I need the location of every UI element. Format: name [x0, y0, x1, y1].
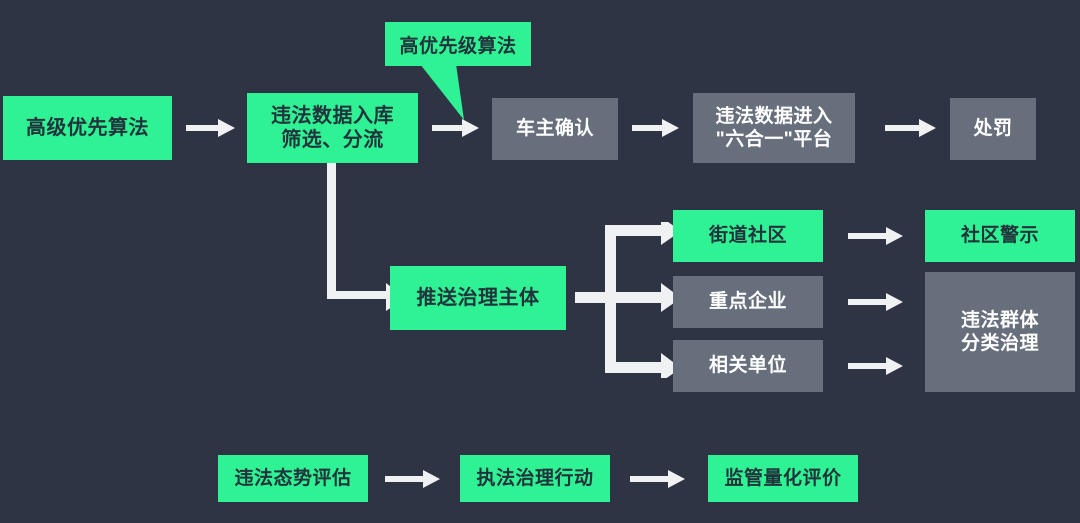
node-label: 街道社区: [708, 225, 787, 247]
arrow-right-icon-mid-1: [848, 226, 904, 246]
connector-fork-three-way: [575, 222, 685, 378]
node-label: 违法态势评估: [234, 467, 352, 489]
node-penalty[interactable]: 处罚: [950, 98, 1036, 160]
node-label: 处罚: [973, 118, 1013, 140]
node-violation-trend-assessment[interactable]: 违法态势评估: [218, 455, 368, 502]
callout-label: 高优先级算法: [399, 35, 517, 57]
node-regulatory-quantitative-evaluation[interactable]: 监管量化评价: [708, 455, 858, 502]
arrow-right-icon-top-3: [632, 118, 680, 138]
node-community-warning[interactable]: 社区警示: [925, 210, 1075, 262]
node-push-governance-entity[interactable]: 推送治理主体: [390, 266, 566, 330]
node-label: 推送治理主体: [416, 286, 540, 309]
node-related-unit[interactable]: 相关单位: [673, 340, 823, 392]
node-label: 执法治理行动: [476, 467, 594, 489]
node-label: 相关单位: [708, 355, 787, 377]
node-key-enterprise[interactable]: 重点企业: [673, 276, 823, 328]
arrow-right-icon-mid-2: [848, 292, 904, 312]
arrow-right-icon-top-4: [885, 118, 937, 138]
node-advanced-priority-algorithm[interactable]: 高级优先算法: [3, 96, 172, 160]
callout-high-priority-algorithm: 高优先级算法: [385, 22, 531, 66]
arrow-right-icon-bottom-2: [630, 469, 686, 489]
node-street-community[interactable]: 街道社区: [673, 210, 823, 262]
node-violation-data-intake[interactable]: 违法数据入库 筛选、分流: [247, 93, 418, 163]
node-label: 重点企业: [708, 291, 787, 313]
node-label: 高级优先算法: [26, 116, 149, 139]
arrow-right-icon-top-2: [432, 118, 480, 138]
node-enforcement-governance-action[interactable]: 执法治理行动: [460, 455, 610, 502]
node-six-in-one-platform[interactable]: 违法数据进入 "六合一"平台: [693, 93, 855, 163]
node-label: 监管量化评价: [724, 467, 842, 489]
callout-tail-icon: [420, 64, 500, 126]
node-violation-group-classification[interactable]: 违法群体 分类治理: [925, 272, 1075, 392]
arrow-right-icon-bottom-1: [385, 469, 441, 489]
arrow-right-icon-mid-3: [848, 356, 904, 376]
arrow-right-icon-top-1: [186, 118, 236, 138]
node-label: 违法群体 分类治理: [960, 309, 1039, 354]
node-label: 车主确认: [515, 118, 594, 140]
node-label: 社区警示: [960, 225, 1039, 247]
node-owner-confirmation[interactable]: 车主确认: [492, 98, 618, 160]
node-label: 违法数据进入 "六合一"平台: [715, 105, 833, 150]
node-label: 违法数据入库 筛选、分流: [271, 104, 394, 151]
